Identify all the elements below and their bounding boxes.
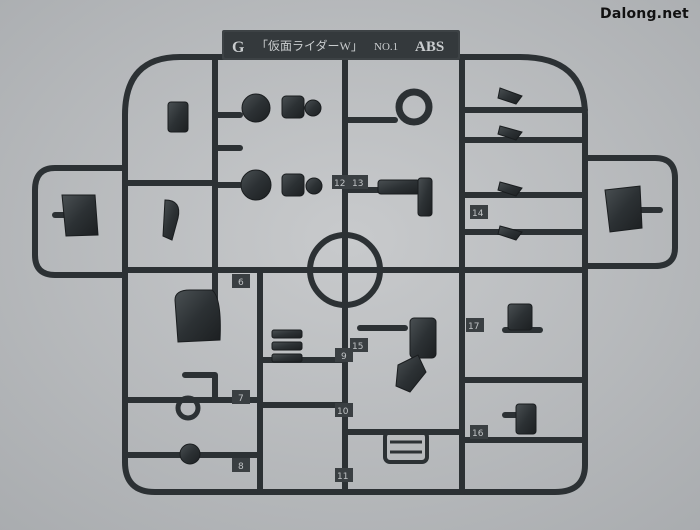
part-number: 16 (472, 429, 484, 439)
part-number: 14 (472, 209, 484, 219)
part-number: 8 (238, 462, 244, 472)
watermark-text: Dalong.net (600, 6, 689, 22)
part-number: 13 (352, 179, 363, 189)
part-number: 6 (238, 278, 244, 288)
part-number: 15 (352, 342, 363, 352)
part-number: 12 (334, 179, 345, 189)
part-number: 9 (341, 352, 347, 362)
part-number: 7 (238, 394, 244, 404)
tag-left-letter: G (232, 39, 245, 56)
center-ring (307, 232, 383, 308)
tag-title: 「仮面ライダーW」 (256, 38, 363, 53)
part-number-tabs: 6 7 8 9 10 11 12 13 14 15 16 17 (232, 175, 488, 482)
part-number: 10 (337, 407, 349, 417)
tag-material: ABS (415, 39, 444, 55)
runner-tag: G 「仮面ライダーW」 NO.1 ABS (222, 30, 460, 60)
part-number: 11 (337, 472, 348, 482)
part-number: 17 (468, 322, 479, 332)
tag-number: NO.1 (374, 41, 398, 53)
plastic-parts (61, 87, 643, 465)
